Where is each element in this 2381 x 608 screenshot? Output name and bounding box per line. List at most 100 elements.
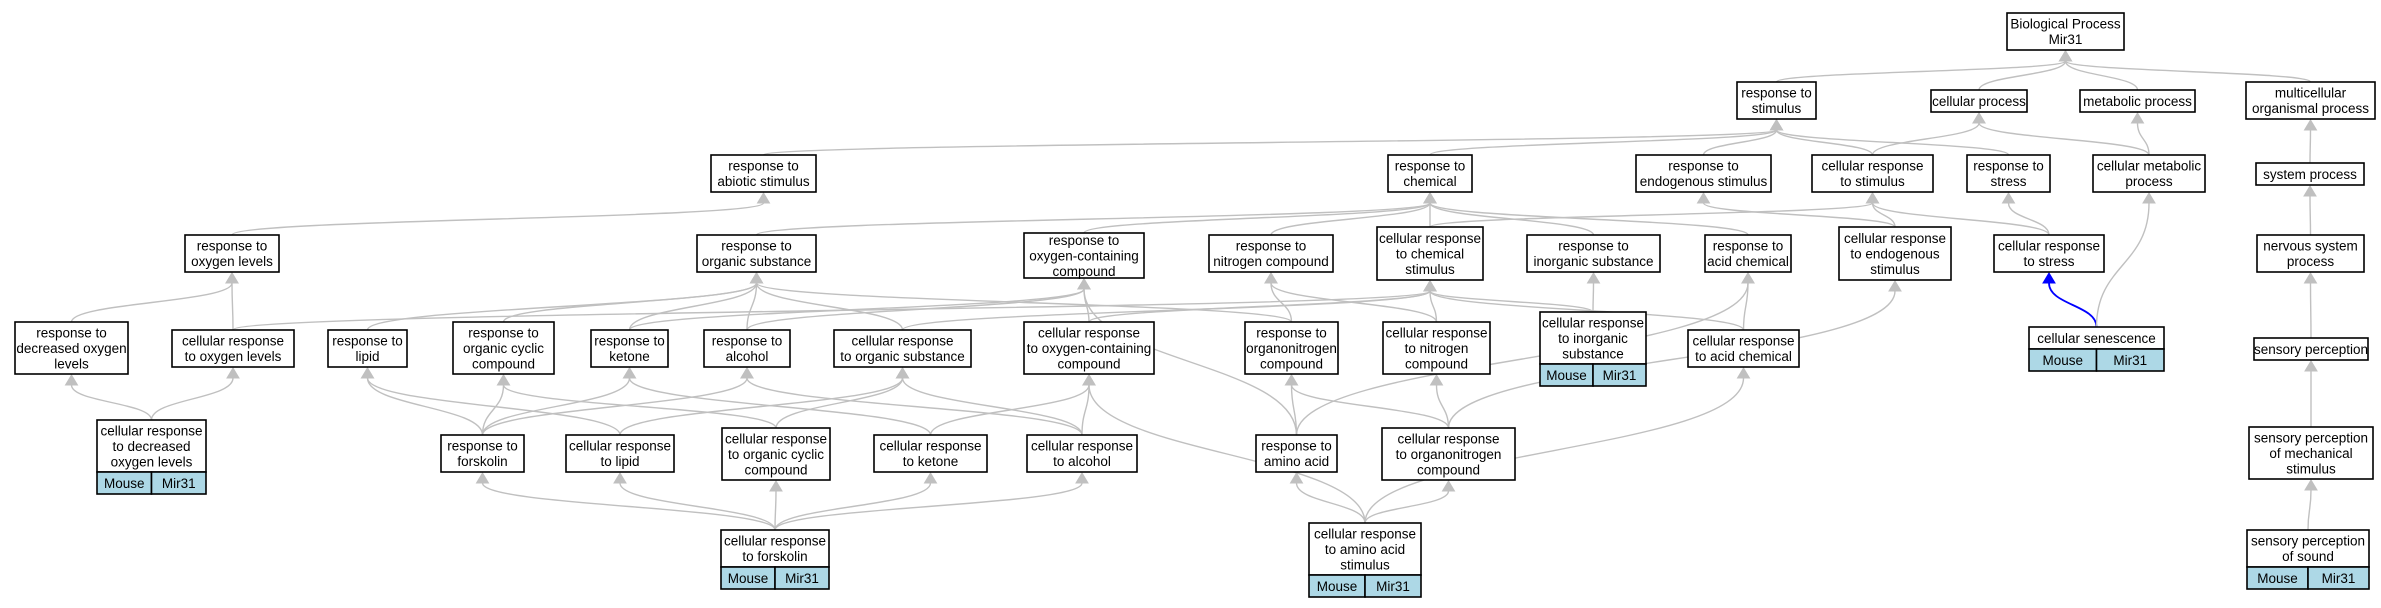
gene-tag-cell: [1592, 363, 1647, 387]
node-label-line: response to: [36, 325, 107, 340]
node-label-line: organic substance: [702, 254, 812, 269]
edge-cron-to-crnc: [1429, 374, 1450, 429]
edge-rdol-to-rol: [70, 272, 239, 323]
node-label-line: oxygen levels: [111, 454, 193, 469]
node-label-line: cellular response: [1031, 439, 1133, 454]
edge-arrowhead: [1741, 272, 1755, 284]
node-spe[interactable]: sensory perception: [2253, 337, 2369, 361]
gene-tag-cell: [150, 471, 207, 495]
organism-tag-label: Mouse: [104, 476, 145, 491]
node-mp[interactable]: metabolic process: [2079, 89, 2196, 113]
node-label-line: to organonitrogen: [1396, 447, 1502, 462]
edge-line: [746, 377, 1083, 436]
organism-tag-label: Mouse: [2257, 571, 2298, 586]
node-label-line: cellular response: [100, 423, 202, 438]
edge-crf-to-crocy: [769, 480, 783, 531]
edge-arrowhead: [2303, 119, 2318, 131]
edge-line: [628, 288, 1085, 331]
node-label-line: oxygen levels: [191, 254, 273, 269]
edge-crf-to-crl: [613, 472, 776, 531]
edge-cmp-to-cp: [1972, 112, 2150, 156]
node-label-line: to alcohol: [1053, 454, 1111, 469]
edge-line: [150, 377, 234, 421]
edge-arrowhead: [1075, 472, 1089, 484]
node-label-line: cellular response: [182, 334, 284, 349]
node-label-line: stimulus: [1870, 262, 1920, 277]
node-label-line: organic cyclic: [463, 341, 544, 356]
node-label-line: compound: [1260, 356, 1323, 371]
node-box: [2255, 162, 2365, 186]
node-sp[interactable]: system process: [2255, 162, 2365, 186]
node-label-line: process: [2287, 254, 2335, 269]
node-label-line: amino acid: [1264, 454, 1329, 469]
edge-crf-to-crk: [774, 472, 938, 531]
edge-cmp-to-mp: [2130, 112, 2150, 156]
node-label-line: Mir31: [2049, 32, 2083, 47]
edge-arrowhead: [756, 192, 771, 204]
node-label-line: stimulus: [1340, 557, 1390, 572]
node-label-line: response to: [728, 159, 799, 174]
edge-crs-to-cp: [1871, 112, 1986, 156]
node-box: [1255, 434, 1338, 473]
edge-line: [619, 377, 904, 436]
edge-sps-to-spms: [2304, 479, 2318, 531]
edge-cs-to-crst: [2042, 272, 2098, 328]
edge-line: [1088, 290, 1431, 323]
node-box: [1387, 154, 1473, 193]
edge-rac-to-rc: [1423, 192, 1749, 236]
gene-tag-label: Mir31: [1603, 368, 1637, 383]
edge-rocy-to-ros: [502, 272, 764, 323]
node-label-line: response to: [197, 239, 268, 254]
node-box: [2248, 426, 2374, 480]
edge-line: [619, 482, 776, 531]
node-cp[interactable]: cellular process: [1930, 89, 2028, 113]
node-label-line: cellular process: [1932, 94, 2026, 109]
edge-cron-to-ron: [1284, 374, 1450, 429]
edge-ron-to-ros: [749, 272, 1293, 323]
